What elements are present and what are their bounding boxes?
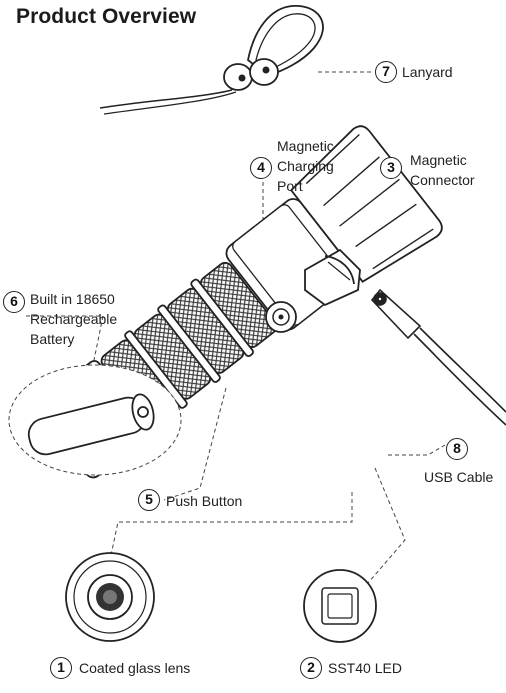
callout-7-label: Lanyard — [402, 64, 453, 80]
callout-3-label: Magnetic Connector — [410, 152, 475, 188]
magnetic-connector — [304, 248, 361, 307]
callout-2-number: 2 — [300, 657, 322, 679]
callout-5-label: Push Button — [166, 493, 243, 509]
callout-1-label: Coated glass lens — [79, 660, 191, 676]
callout-6-label: Built in 18650 Rechargeable Battery — [30, 291, 118, 347]
charging-port — [265, 301, 297, 333]
callout-4-label: Magnetic Charging Port — [277, 138, 334, 194]
led-callout — [303, 569, 377, 643]
usb-cable — [370, 288, 506, 426]
callout-4-number: 4 — [250, 157, 272, 179]
page-title: Product Overview — [16, 5, 197, 28]
lanyard — [99, 5, 324, 115]
callout-1-number: 1 — [50, 657, 72, 679]
callout-7-number: 7 — [375, 61, 397, 83]
lens-callout — [65, 552, 155, 642]
battery-callout — [8, 364, 182, 476]
callout-2-label: SST40 LED — [328, 660, 402, 676]
callout-8-label: USB Cable — [424, 469, 494, 485]
callout-5-number: 5 — [138, 489, 160, 511]
callout-8-number: 8 — [446, 438, 468, 460]
callout-6-number: 6 — [3, 291, 25, 313]
callout-3-number: 3 — [380, 157, 402, 179]
